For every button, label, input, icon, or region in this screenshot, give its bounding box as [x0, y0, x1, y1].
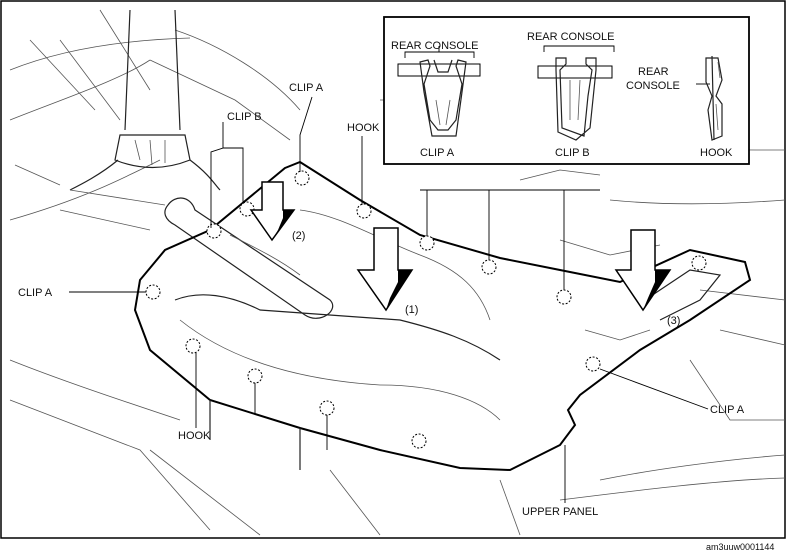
- clip-marker: [585, 356, 601, 372]
- clip-markers: [145, 170, 707, 449]
- clip-marker: [294, 170, 310, 186]
- step-label-2: (2): [292, 230, 305, 242]
- hook-label-bottom: HOOK: [178, 430, 211, 442]
- diagram-frame: [0, 0, 786, 539]
- upper-panel: [133, 160, 752, 472]
- inset-clip-b-caption: CLIP B: [555, 147, 590, 159]
- clip-marker: [247, 368, 263, 384]
- clip-marker: [319, 400, 335, 416]
- clip-marker: [556, 289, 572, 305]
- hook-label-top: HOOK: [347, 122, 380, 134]
- inset-hook-header-line1: REAR: [638, 66, 669, 78]
- removal-arrow-3: [614, 229, 672, 312]
- clip-a-label-top: CLIP A: [289, 82, 324, 94]
- hook-drawing: [696, 55, 723, 141]
- clip-b-label: CLIP B: [227, 111, 262, 123]
- clip-marker: [481, 259, 497, 275]
- leader-lines: [69, 96, 709, 503]
- clip-marker: [239, 201, 255, 217]
- clip-a-label-right: CLIP A: [710, 404, 745, 416]
- clip-marker: [691, 255, 707, 271]
- inset-hook-header-line2: CONSOLE: [626, 80, 680, 92]
- clip-marker: [206, 223, 222, 239]
- clip-marker: [419, 235, 435, 251]
- removal-arrow-2: [249, 181, 296, 242]
- clip-marker: [356, 203, 372, 219]
- inset-clip-b-header: REAR CONSOLE: [527, 31, 614, 43]
- parking-brake-lever: [59, 189, 334, 319]
- figure-code: am3uuw0001144: [706, 542, 774, 552]
- clip-b-drawing: [537, 45, 615, 141]
- step-label-3: (3): [667, 315, 680, 327]
- clip-a-label-left: CLIP A: [18, 287, 53, 299]
- inset-clip-a-header: REAR CONSOLE: [391, 40, 478, 52]
- clip-marker: [185, 338, 201, 354]
- clip-a-drawing: [397, 46, 481, 137]
- shift-boot: [69, 9, 221, 191]
- inset-clip-a-caption: CLIP A: [420, 147, 455, 159]
- inset-hook-caption: HOOK: [700, 147, 733, 159]
- clip-marker: [145, 284, 161, 300]
- clip-marker: [411, 433, 427, 449]
- removal-arrow-1: [356, 227, 414, 312]
- upper-panel-label: UPPER PANEL: [522, 506, 598, 518]
- step-label-1: (1): [405, 304, 418, 316]
- clip-detail-inset: REAR CONSOLE REAR CONSOLE REAR CONSOLE C…: [383, 16, 750, 165]
